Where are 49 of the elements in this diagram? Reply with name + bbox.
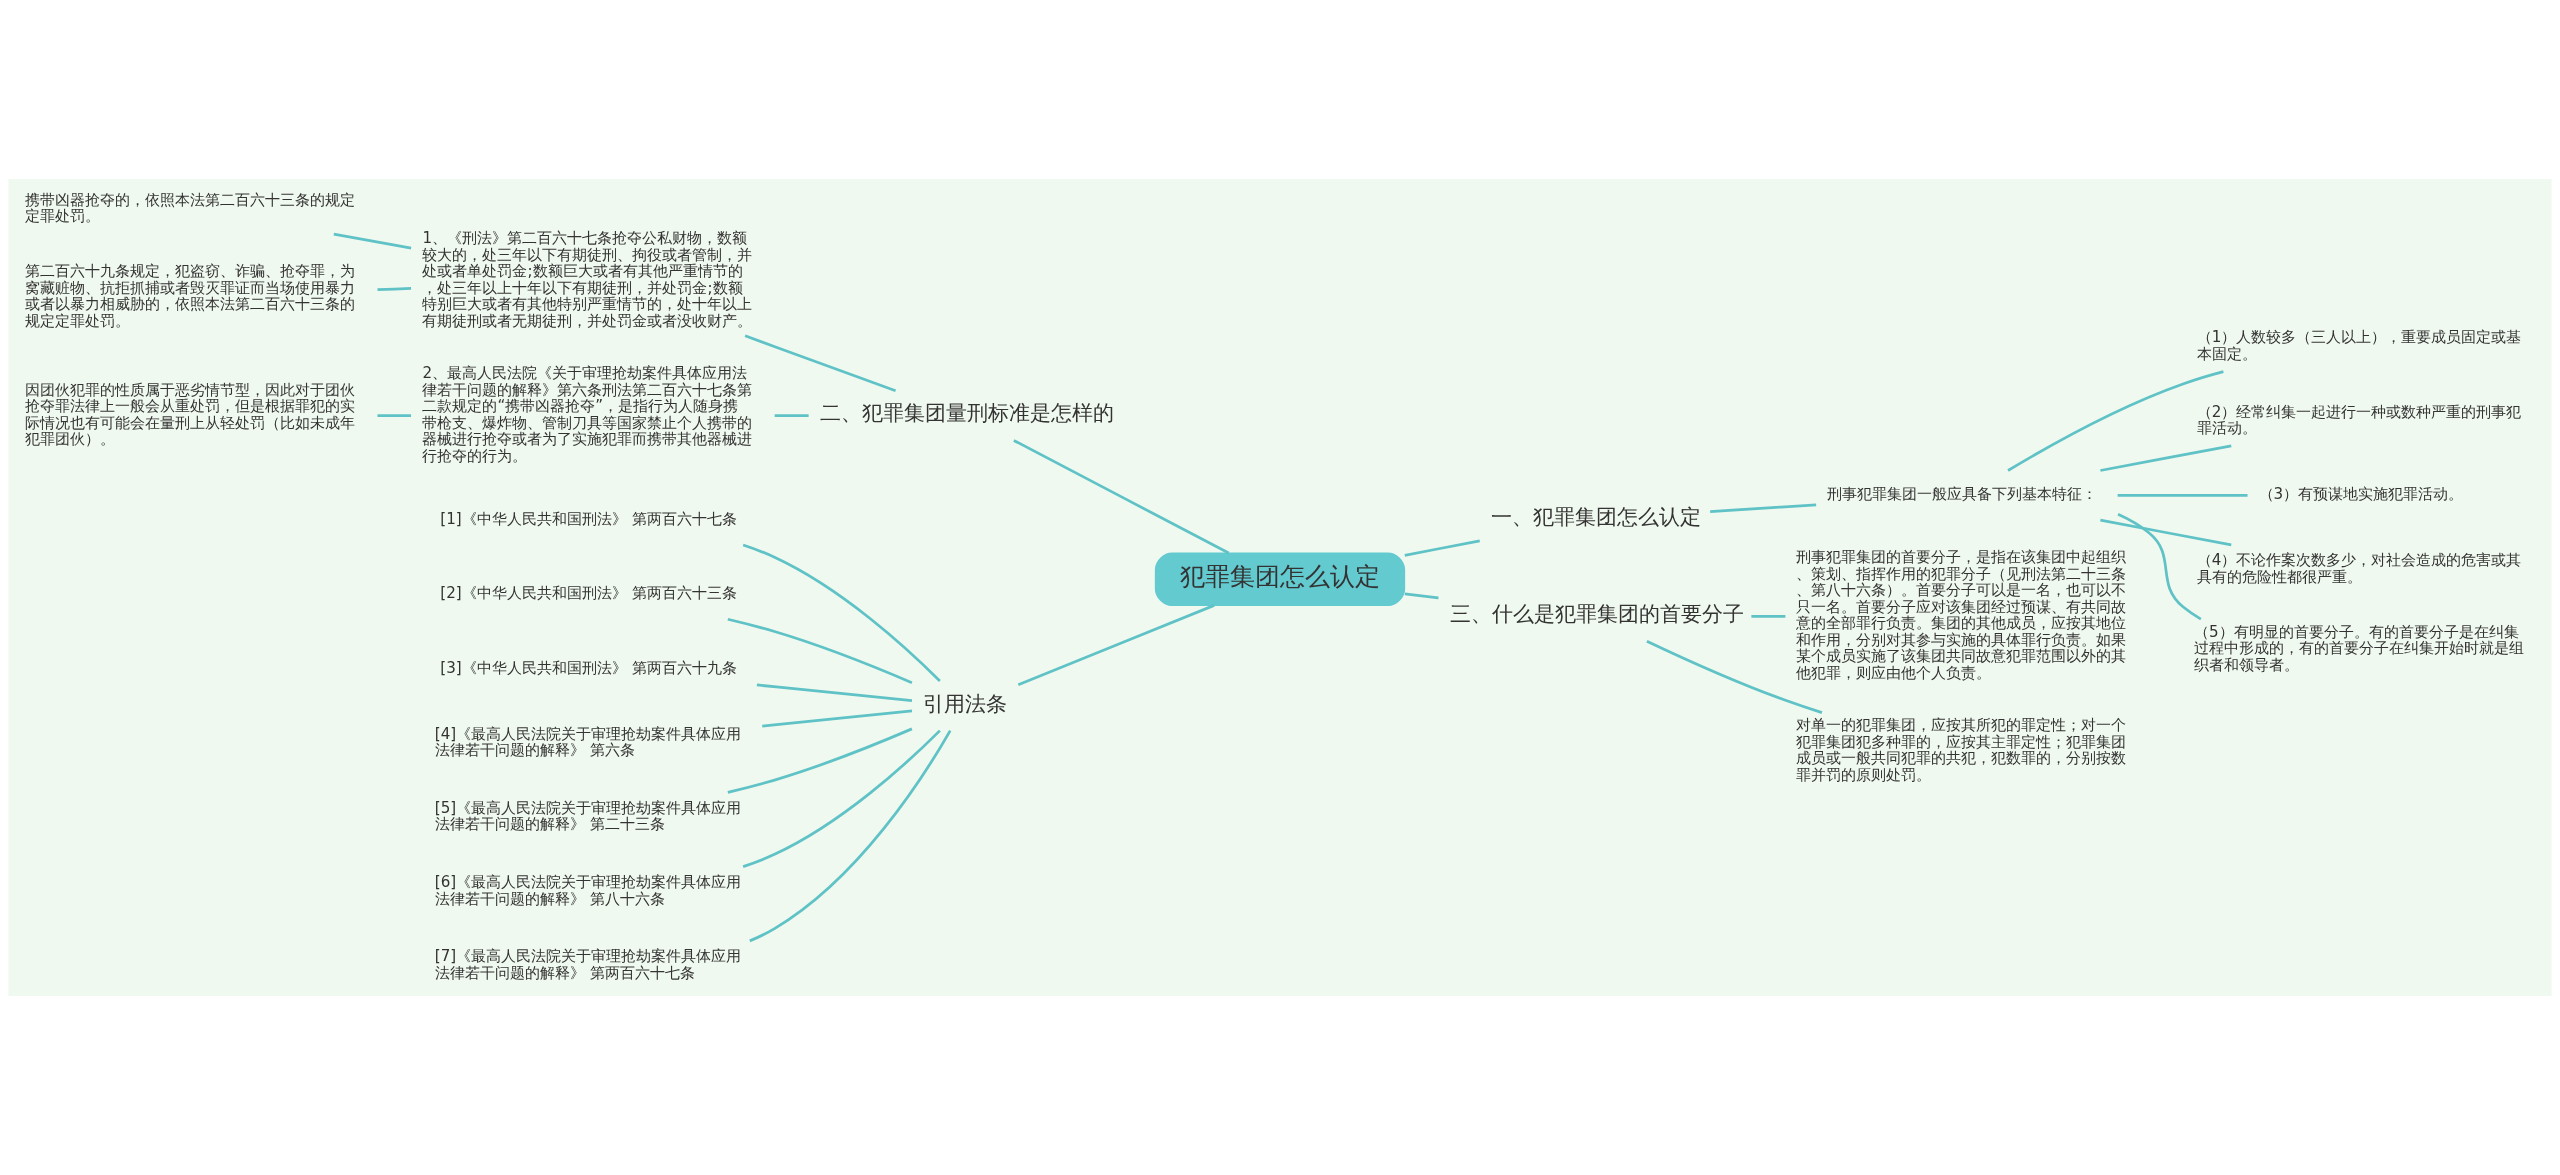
node-text: （4）不论作案次数多少，对社会造成的危害或其具有的危险性都很严重。 [2196,551,2522,586]
node-text: [3]《中华人民共和国刑法》 第两百六十九条 [440,658,737,677]
connector [2007,370,2224,472]
connector [742,729,941,868]
node-text: [1]《中华人民共和国刑法》 第两百六十七条 [440,509,737,528]
connector [1710,503,1817,513]
connector [749,729,952,943]
node-text: [2]《中华人民共和国刑法》 第两百六十三条 [440,584,737,603]
node-text: 刑事犯罪集团的首要分子，是指在该集团中起组织、策划、指挥作用的犯罪分子（见刑法第二十三条、第八十六条）。首要分子可以是一名，也可以不只一名。首要分子应对该集团经过预谋、有共同故意的全部罪行负责。集团的其他成员，应按其地位和作用，分别对其参与实施的具体罪行负责。如果某个成员实施了该集团共同故意犯罪范围以外的其他犯罪，则应由他个人负责。 [1796,548,2127,682]
connector [2100,518,2232,547]
connector [762,709,913,728]
connector [2117,493,2248,497]
connector [1017,604,1215,686]
connector [1751,615,1786,618]
node-text: 因团伙犯罪的性质属于恶劣情节型，因此对于团伙抢夺罪法律上一般会从重处罚，但是根据罪犯的实际情况也有可能会在量刑上从轻处罚（比如未成年犯罪团伙）。 [24,380,355,449]
node-text: [7]《最高人民法院关于审理抢劫案件具体应用法律若干问题的解释》 第两百六十七条 [434,947,742,982]
node-text: 三、什么是犯罪集团的首要分子 [1449,602,1744,627]
connector [1646,639,1823,714]
node-text: 携带凶器抢夺的，依照本法第二百六十三条的规定定罪处罚。 [24,190,355,226]
node-text: 2、最高人民法院《关于审理抢劫案件具体应用法律若干问题的解释》第六条刑法第二百六十七条第二款规定的“携带凶器抢夺”，是指行为人随身携带枪支、爆炸物、管制刀具等国家禁止个人携带的器械进行抢夺或者为了实施犯罪而携带其他器械进行抢夺的行为。 [422,364,753,465]
node-text: [4]《最高人民法院关于审理抢劫案件具体应用法律若干问题的解释》 第六条 [434,724,742,760]
node-text: 引用法条 [923,691,1008,716]
connector [377,414,412,417]
connector [756,683,913,702]
connector [727,617,913,684]
connector [742,543,941,682]
connector [1013,439,1230,555]
node-text: 对单一的犯罪集团，应按其所犯的罪定性；对一个犯罪集团犯多种罪的，应按其主罪定性；犯罪集团成员或一般共同犯罪的共犯，犯数罪的，分别按数罪并罚的原则处罚。 [1796,716,2127,784]
connector [377,286,412,292]
connector [1404,592,1439,600]
connector [1404,539,1480,557]
connector [727,727,913,794]
node-text: 二、犯罪集团量刑标准是怎样的 [819,401,1114,426]
node-box: 犯罪集团怎么认定 [1154,552,1406,607]
node-text: 一、犯罪集团怎么认定 [1491,504,1702,529]
connector [774,414,809,417]
node-text: 1、《刑法》第二百六十七条抢夺公私财物，数额较大的，处三年以下有期徒刑、拘役或者管制，并处或者单处罚金;数额巨大或者有其他严重情节的，处三年以上十年以下有期徒刑，并处罚金;数额特别巨大或者有其他特别严重情节的，处十年以上有期徒刑或者无期徒刑，并处罚金或者没收财产。 [422,229,753,330]
node-text: 刑事犯罪集团一般应具备下列基本特征： [1827,485,2098,504]
node-text: （2）经常纠集一起进行一种或数种严重的刑事犯罪活动。 [2196,402,2522,438]
connector [744,334,897,393]
node-text: [6]《最高人民法院关于审理抢劫案件具体应用法律若干问题的解释》 第八十六条 [434,873,742,908]
node-text: 第二百六十九条规定，犯盗窃、诈骗、抢夺罪，为窝藏赃物、抗拒抓捕或者毁灭罪证而当场使用暴力或者以暴力相威胁的，依照本法第二百六十三条的规定定罪处罚。 [24,262,355,330]
connector [2100,444,2232,472]
connector [333,232,412,250]
node-text: （1）人数较多（三人以上），重要成员固定或基本固定。 [2196,328,2522,363]
node-text: （5）有明显的首要分子。有的首要分子是在纠集过程中形成的，有的首要分子在纠集开始时就是组织者和领导者。 [2193,622,2524,674]
node-text: [5]《最高人民法院关于审理抢劫案件具体应用法律若干问题的解释》 第二十三条 [434,798,742,834]
node-text: （3）有预谋地实施犯罪活动。 [2258,485,2464,504]
connector [2117,513,2202,621]
